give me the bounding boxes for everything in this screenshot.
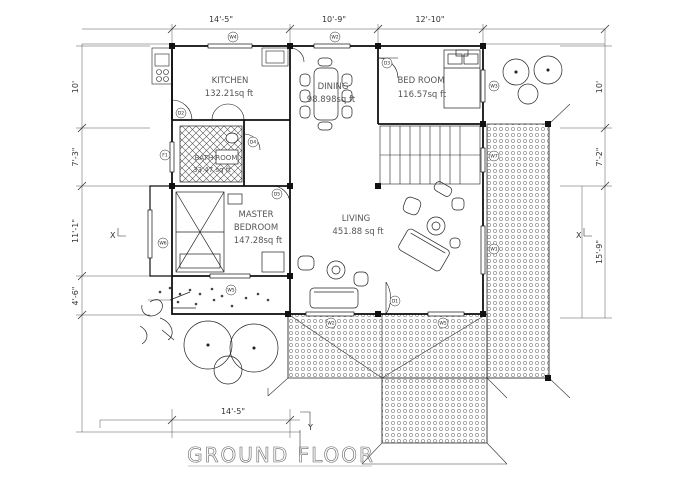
tag-f1: F1 xyxy=(162,153,168,159)
kitchen-fittings xyxy=(151,47,289,85)
tag-bubbles xyxy=(157,31,500,329)
wall-pillars xyxy=(169,43,551,381)
section-x-left: X xyxy=(110,231,116,240)
bathroom-area: 33.47 sq ft xyxy=(193,166,231,174)
dining-label: DINING xyxy=(318,82,349,92)
bedroom-furniture xyxy=(443,49,481,109)
dim-left-4: 4'-6" xyxy=(71,287,80,306)
dim-top-3: 12'-10" xyxy=(415,15,444,24)
master-label-2: BEDROOM xyxy=(234,223,278,233)
paving xyxy=(287,123,550,444)
dining-area: 98.898sq ft xyxy=(307,95,356,105)
tag-d4: D4 xyxy=(250,140,256,146)
section-y: Y xyxy=(307,423,313,432)
section-x-right: X xyxy=(576,231,582,240)
living-area: 451.88 sq ft xyxy=(332,227,384,237)
tag-w2-top: W2 xyxy=(331,35,338,41)
drawing-title: GROUND FLOOR xyxy=(187,443,375,467)
tag-d5: D5 xyxy=(274,192,280,198)
tag-w5-left: W5 xyxy=(227,288,234,294)
kitchen-label: KITCHEN xyxy=(212,76,249,86)
bedroom-label: BED ROOM xyxy=(397,76,444,86)
planter-strip xyxy=(158,286,270,308)
dim-top-1: 14'-5" xyxy=(209,15,233,24)
dim-right-2: 7'-2" xyxy=(595,148,604,167)
tag-d1: D1 xyxy=(392,299,398,305)
dim-right-1: 10' xyxy=(595,81,604,93)
tag-w6: W6 xyxy=(159,241,166,247)
dining-table xyxy=(299,57,353,131)
master-label-1: MASTER xyxy=(238,210,273,220)
staircase xyxy=(379,125,481,185)
bathroom-floor xyxy=(179,125,243,183)
dim-top-2: 10'-9" xyxy=(322,15,346,24)
master-bed xyxy=(175,191,285,273)
dimension-ticks xyxy=(77,24,610,425)
living-furniture xyxy=(297,181,465,309)
tag-w7: W7 xyxy=(490,154,497,160)
landscaping xyxy=(139,55,563,385)
tag-w5-bottom: W5 xyxy=(439,321,446,327)
dimension-lines xyxy=(76,24,612,438)
tag-d2: D2 xyxy=(178,111,184,117)
kitchen-area: 132.21sq ft xyxy=(205,89,254,99)
tag-w1: W1 xyxy=(490,247,497,253)
dim-left-3: 11'-1" xyxy=(71,219,80,243)
windows xyxy=(147,43,486,317)
dim-left-1: 10' xyxy=(71,81,80,93)
dim-bottom: 14'-5" xyxy=(221,407,245,416)
master-area: 147.28sq ft xyxy=(234,236,283,246)
section-mark-lines xyxy=(117,228,592,455)
bathroom-label: BATH ROOM xyxy=(195,154,238,162)
tag-w3: W3 xyxy=(490,84,497,90)
bedroom-area: 116.57sq ft xyxy=(398,90,447,100)
dim-left-2: 7'-3" xyxy=(71,148,80,167)
tag-w2-bottom: W2 xyxy=(327,321,334,327)
living-label: LIVING xyxy=(342,214,371,224)
tag-w4: W4 xyxy=(229,35,236,41)
master-bedroom-outer xyxy=(149,185,172,277)
tag-d3: D3 xyxy=(384,61,390,67)
dim-right-3: 15'-9" xyxy=(595,240,604,264)
